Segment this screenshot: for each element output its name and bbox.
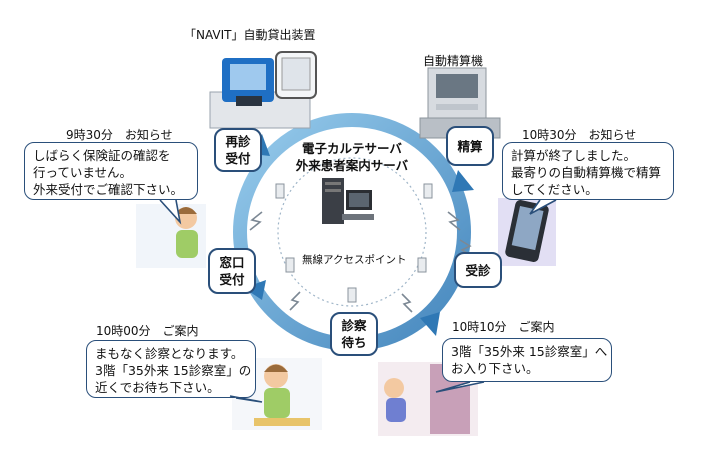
server-icon: [322, 178, 374, 224]
notice2-time: 10時30分 お知らせ: [522, 128, 637, 142]
notice2-line: 計算が終了しました。: [511, 148, 637, 163]
notice4-line: お入り下さい。: [451, 361, 539, 376]
notice3-line: まもなく診察となります。: [95, 346, 244, 361]
notice3-time: 10時00分 ご案内: [96, 324, 199, 338]
step-reexam-line2: 受付: [225, 151, 251, 166]
step-waiting: 診察 待ち: [330, 312, 378, 356]
step-window-line1: 窓口: [219, 255, 245, 270]
server-label-line1: 電子カルテサーバ: [302, 141, 402, 156]
notice3-bubble: まもなく診察となります。 3階「35外来 15診察室」の 近くでお待ち下さい。: [86, 340, 256, 398]
access-point-label: 無線アクセスポイント: [302, 254, 407, 266]
notice1-line: 外来受付でご確認下さい。: [33, 182, 184, 197]
step-window-line2: 受付: [219, 272, 245, 287]
navit-machine-illustration: [209, 51, 317, 129]
notice2-line: 最寄りの自動精算機で精算: [511, 165, 662, 180]
access-point-icons: [275, 183, 433, 303]
server-label-line2: 外来患者案内サーバ: [295, 158, 409, 173]
notice1-bubble: しばらく保険証の確認を 行っていません。 外来受付でご確認下さい。: [24, 142, 198, 200]
payment-machine-illustration: [419, 67, 501, 139]
notice3-line: 3階「35外来 15診察室」の: [95, 363, 252, 378]
notice1-line: 行っていません。: [33, 165, 133, 180]
notice4-line: 3階「35外来 15診察室」へ: [451, 344, 608, 359]
step-waiting-line1: 診察: [341, 318, 367, 333]
navit-device-title: 「NAVIT」自動貸出装置: [184, 28, 316, 42]
notice4-bubble: 3階「35外来 15診察室」へ お入り下さい。: [442, 338, 612, 382]
step-waiting-line2: 待ち: [341, 335, 367, 350]
notice3-line: 近くでお待ち下さい。: [95, 380, 220, 395]
notice1-time: 9時30分 お知らせ: [66, 128, 173, 142]
step-reexam-line1: 再診: [225, 134, 251, 149]
wireless-coverage-circle: [277, 157, 427, 307]
notice2-bubble: 計算が終了しました。 最寄りの自動精算機で精算 してください。: [502, 142, 674, 200]
step-payment: 精算: [446, 126, 494, 166]
notice1-line: しばらく保険証の確認を: [33, 148, 171, 163]
signal-marks: [249, 149, 473, 313]
step-window-reception: 窓口 受付: [208, 248, 256, 294]
notice4-time: 10時10分 ご案内: [452, 320, 555, 334]
step-consultation: 受診: [454, 252, 502, 288]
server-label: 電子カルテサーバ 外来患者案内サーバ: [292, 140, 412, 174]
step-reexam-reception: 再診 受付: [214, 128, 262, 172]
terminal-illustration: [498, 198, 556, 266]
payment-machine-title: 自動精算機: [423, 54, 484, 68]
notice2-line: してください。: [511, 182, 598, 197]
